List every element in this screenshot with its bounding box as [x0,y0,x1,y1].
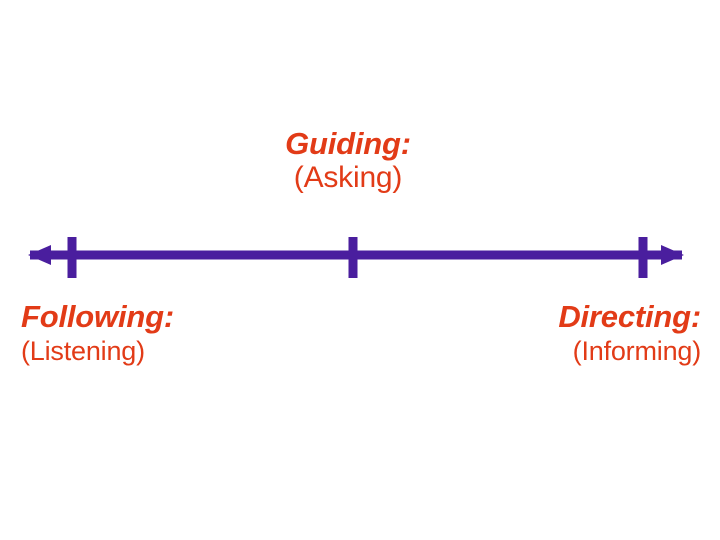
label-following-subtitle: (Listening) [21,335,145,366]
label-directing-title: Directing: [558,299,701,334]
label-following-title: Following: [21,299,174,334]
label-guiding: Guiding: (Asking) [188,128,508,193]
axis-left-arrowhead [28,245,51,265]
axis-right-arrowhead [661,245,684,265]
tick-right [638,237,648,278]
label-directing: Directing: (Informing) [558,301,701,365]
label-following: Following: (Listening) [21,301,174,365]
tick-left [67,237,77,278]
tick-middle [348,237,358,278]
label-guiding-title: Guiding: [285,126,411,161]
label-guiding-subtitle: (Asking) [293,160,403,194]
label-directing-subtitle: (Informing) [572,335,702,366]
axis-shaft [30,250,682,260]
